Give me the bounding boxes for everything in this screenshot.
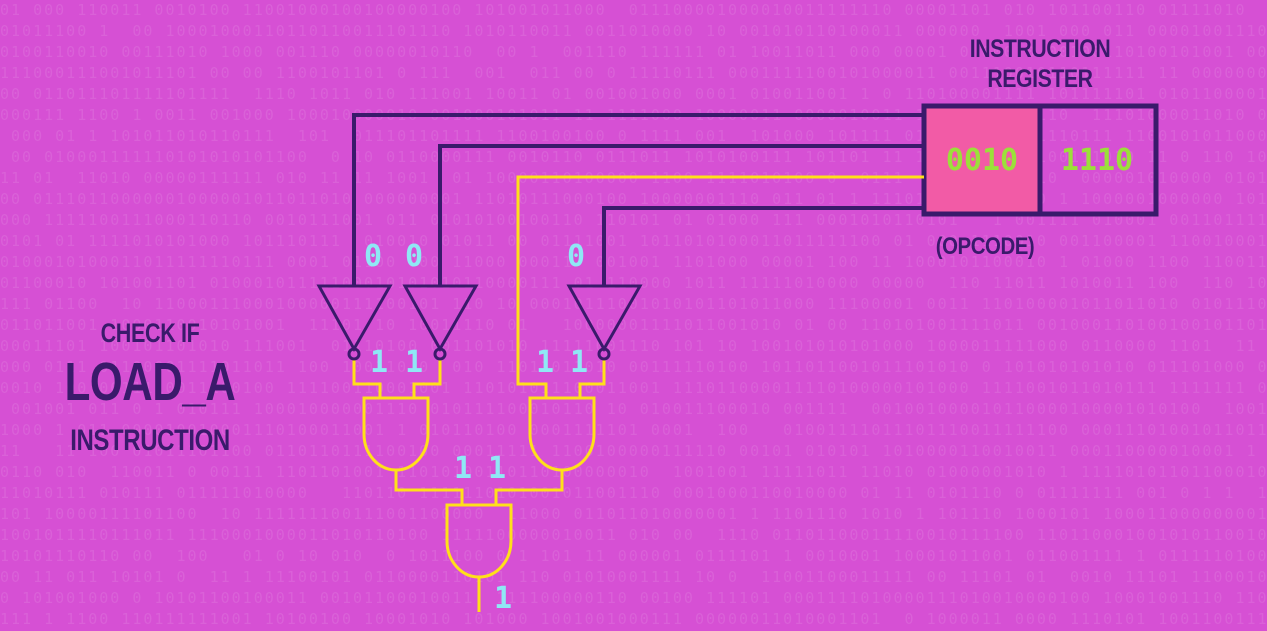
bit-and1-output: 1 [454,451,473,486]
wire-bit2 [438,144,924,286]
wire-not1-out [352,360,382,398]
address-value: 1110 [1060,142,1134,178]
bit-not2-output: 1 [405,345,424,380]
bit-not3-output: 1 [570,345,589,380]
and-gate-final [445,503,513,579]
bit-not3-input: 0 [567,239,586,274]
not-gate-bit2-bubble [433,347,447,361]
wire-bit0 [602,206,924,286]
wire-and1-out [394,470,464,505]
instruction-register-title: INSTRUCTION REGISTER [969,35,1111,93]
bit-not1-input: 0 [364,239,383,274]
and-gate-left [362,396,430,472]
bit-not2-input: 0 [405,239,424,274]
opcode-label: (OPCODE) [935,233,1035,260]
bit-bypass: 1 [536,345,555,380]
not-gate-bit0-bubble [597,347,611,361]
opcode-cell-fill [924,106,1040,214]
wire-bit3 [352,113,924,286]
wire-not3-out [578,360,606,398]
wire-not2-out [412,360,442,398]
bit-and2-output: 1 [488,451,507,486]
not-gate-bit3-bubble [347,347,361,361]
caption-instruction: INSTRUCTION [70,424,230,457]
bit-final-output: 1 [494,581,513,616]
and-gate-right [528,396,596,472]
caption-instruction-name: LOAD_A [64,352,236,412]
not-gate-bit3 [316,284,393,353]
caption-check-if: CHECK IF [100,318,200,348]
not-gate-bit2 [402,284,479,353]
not-gate-bit0 [566,284,643,353]
wire-and2-out [494,470,564,505]
bit-not1-output: 1 [370,345,389,380]
opcode-value: 0010 [945,142,1019,178]
wire-bit1-active [516,175,924,398]
